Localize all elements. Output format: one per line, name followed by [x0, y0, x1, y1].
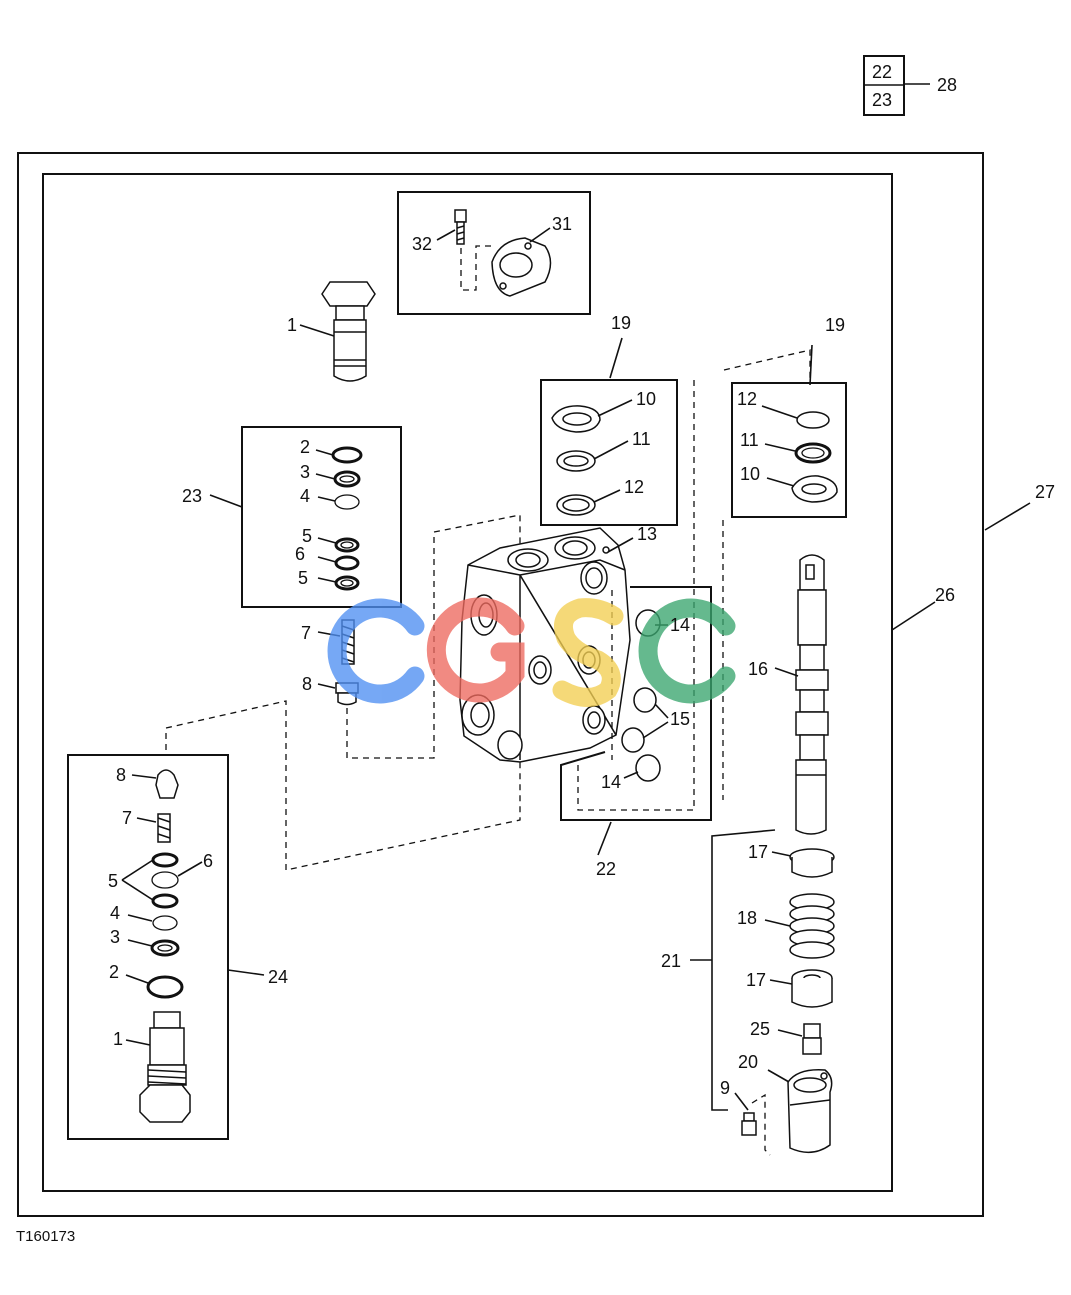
relief-valve-bottom: [139, 1011, 191, 1123]
callout-kit-22: 22: [872, 62, 892, 82]
cap-screw-32: [454, 209, 467, 245]
backup-ring-4-upper: [334, 494, 360, 510]
oring-2-upper: [331, 446, 363, 464]
flange-kit-box: [397, 191, 591, 315]
callout-10-right: 10: [740, 464, 760, 484]
callout-13: 13: [637, 524, 657, 544]
callout-32: 32: [412, 234, 432, 254]
callout-24: 24: [268, 967, 288, 987]
callout-9: 9: [720, 1078, 730, 1098]
outer-frame-27: [17, 152, 984, 1217]
spring-seat-17-lower: [791, 969, 833, 1008]
spring-7-lower: [157, 813, 171, 843]
callout-27: 27: [1035, 482, 1055, 502]
callout-8-lower: 8: [116, 765, 126, 785]
poppet-8-lower: [155, 769, 179, 799]
callout-14-upper: 14: [670, 615, 690, 635]
callout-2-upper: 2: [300, 437, 310, 457]
drawing-id: T160173: [16, 1228, 75, 1245]
callout-20: 20: [738, 1052, 758, 1072]
inner-frame-26: [42, 173, 893, 1192]
callout-labels: 22 23 28 27 26 32 31 1 19 19 10 11 12 12…: [108, 62, 1055, 1098]
relief-valve-kit-24-box: [67, 754, 229, 1140]
cap-20: [787, 1069, 833, 1154]
callout-16: 16: [748, 659, 768, 679]
ring-10-middle: [551, 405, 601, 433]
callout-15: 15: [670, 709, 690, 729]
callout-25: 25: [750, 1019, 770, 1039]
callout-21: 21: [661, 951, 681, 971]
callout-10-middle: 10: [636, 389, 656, 409]
seal-kit-19-middle: [540, 379, 678, 526]
bolt-25: [802, 1023, 822, 1055]
callout-7-lower: 7: [122, 808, 132, 828]
flange-31: [491, 237, 552, 297]
callout-7-upper: 7: [301, 623, 311, 643]
callout-4-upper: 4: [300, 486, 310, 506]
callout-4-lower: 4: [110, 903, 120, 923]
callout-2-lower: 2: [109, 962, 119, 982]
screw-9: [741, 1112, 757, 1136]
relief-valve-top: [321, 281, 376, 382]
watermark-logo: [327, 597, 736, 707]
callout-23: 23: [182, 486, 202, 506]
callout-6-upper: 6: [295, 544, 305, 564]
seal-kit-19-right: [731, 382, 847, 518]
callout-6-lower: 6: [203, 851, 213, 871]
oring-kit-22-box: [560, 586, 712, 821]
ring-10-right: [791, 475, 838, 503]
callout-19-right: 19: [825, 315, 845, 335]
callout-18: 18: [737, 908, 757, 928]
callout-12-right: 12: [737, 389, 757, 409]
callout-14-lower: 14: [601, 772, 621, 792]
callout-3-lower: 3: [110, 927, 120, 947]
callout-26: 26: [935, 585, 955, 605]
callout-31: 31: [552, 214, 572, 234]
callout-1-top: 1: [287, 315, 297, 335]
callout-11-right: 11: [740, 430, 759, 450]
callout-kit-23: 23: [872, 90, 892, 110]
seal-kit-23-box: [241, 426, 402, 608]
callout-19-middle: 19: [611, 313, 631, 333]
callout-12-middle: 12: [624, 477, 644, 497]
callout-3-upper: 3: [300, 462, 310, 482]
callout-17-lower: 17: [746, 970, 766, 990]
callout-17-upper: 17: [748, 842, 768, 862]
callout-5-lower: 5: [108, 871, 118, 891]
callout-5-upper-b: 5: [298, 568, 308, 588]
callout-28: 28: [937, 75, 957, 95]
callout-11-middle: 11: [632, 429, 651, 449]
callout-22: 22: [596, 859, 616, 879]
spring-18: [789, 893, 835, 959]
spring-seat-17-upper: [789, 848, 835, 878]
valve-housing: [459, 527, 631, 763]
spool-16: [795, 554, 829, 835]
callout-8-upper: 8: [302, 674, 312, 694]
callout-1-bottom: 1: [113, 1029, 123, 1049]
callout-5-upper-a: 5: [302, 526, 312, 546]
